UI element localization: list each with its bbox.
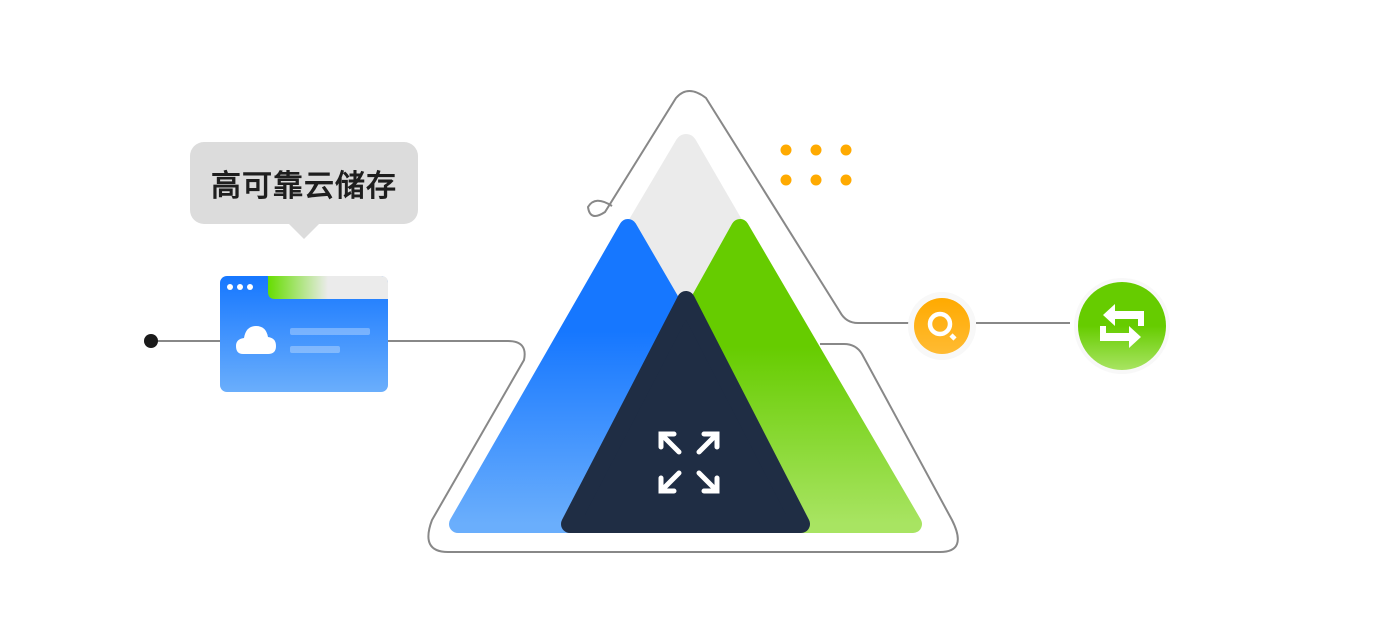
connector-lines <box>151 90 1070 553</box>
expand-arrows-icon <box>658 431 720 494</box>
dark-triangle <box>561 291 810 533</box>
cloud-icon <box>236 326 276 354</box>
search-icon <box>927 311 957 341</box>
swap-node <box>1074 278 1170 374</box>
orange-dots <box>780 144 852 186</box>
swap-arrows-icon <box>1100 304 1144 348</box>
callout-label: 高可靠云储存 <box>211 169 397 204</box>
start-dot <box>144 334 158 348</box>
search-node <box>908 292 976 360</box>
storage-card <box>220 276 388 392</box>
callout-bubble: 高可靠云储存 <box>190 142 418 239</box>
